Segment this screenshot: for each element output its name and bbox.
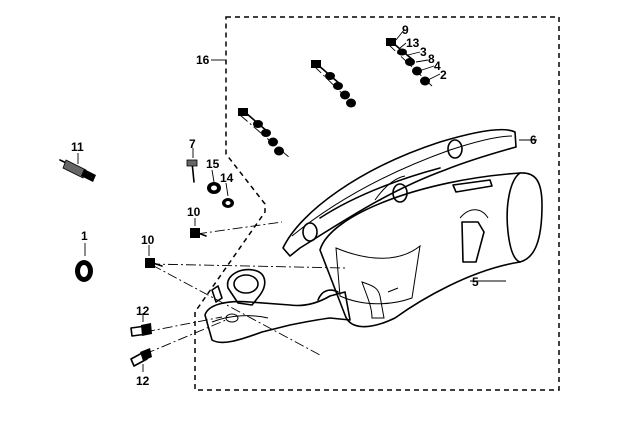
callout-7: 7 [189, 137, 196, 151]
sensor-part-11 [59, 153, 96, 182]
callout-8: 8 [428, 52, 435, 66]
group-boundary-16 [194, 16, 560, 391]
callout-14: 14 [220, 171, 234, 185]
bolt-stack-left [238, 108, 284, 156]
callout-13: 13 [406, 36, 420, 50]
washer-part-14 [222, 198, 234, 208]
stud-part-12-lower [130, 348, 152, 372]
callout-11: 11 [71, 140, 84, 154]
callout-6: 6 [530, 133, 537, 147]
callout-16: 16 [196, 53, 210, 67]
callout-15: 15 [206, 157, 220, 171]
stud-part-12-upper [130, 313, 152, 337]
muffler [319, 172, 543, 328]
callout-5: 5 [472, 275, 479, 289]
bolt-part-10-lower [145, 245, 163, 268]
callout-2: 2 [440, 68, 447, 82]
heat-shield [282, 128, 517, 257]
callout-9: 9 [402, 23, 409, 37]
bolt-part-7 [186, 148, 198, 183]
callout-1: 1 [81, 229, 88, 243]
callout-4: 4 [434, 59, 441, 73]
callout-12-lower: 12 [136, 374, 150, 388]
leader-lines [211, 29, 537, 282]
exhaust-pipe [204, 268, 351, 344]
washer-part-15 [207, 182, 221, 194]
gasket-ring-part-1 [75, 243, 93, 282]
callout-10-lower: 10 [141, 233, 155, 247]
callout-3: 3 [420, 45, 427, 59]
callout-labels: 1 2 3 4 5 6 7 8 9 10 10 11 12 12 13 14 1… [71, 23, 537, 388]
bolt-stack-right [386, 38, 430, 86]
bolt-stack-middle [311, 60, 356, 108]
callout-12-upper: 12 [136, 304, 150, 318]
callout-10-upper: 10 [187, 205, 201, 219]
bolt-part-10-upper [190, 218, 207, 238]
